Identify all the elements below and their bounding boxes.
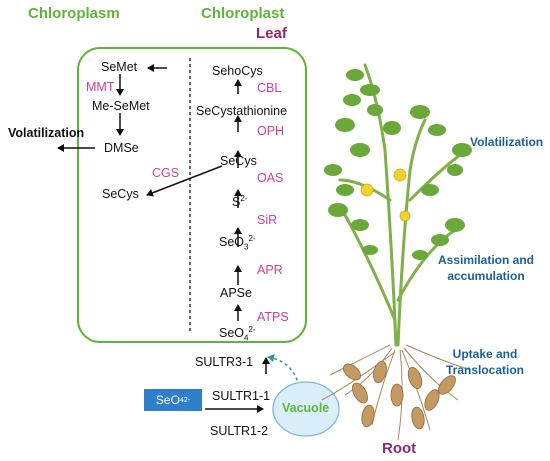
assimilation-line-1: Assimilation and	[437, 253, 535, 267]
external-seo4-charge: 2-	[183, 396, 191, 404]
secys-right-label: SeCys	[220, 154, 257, 168]
sehocys-label: SehoCys	[212, 64, 263, 78]
seo4-internal-subscript: 4	[244, 333, 249, 343]
dmse-label: DMSe	[104, 141, 139, 155]
atps-enzyme: ATPS	[257, 310, 289, 324]
s2-label: S2-	[232, 195, 247, 209]
vacuole-efflux-arrow	[267, 354, 301, 393]
cgs-enzyme: CGS	[152, 166, 180, 180]
volatilization-left-label: Volatilization	[8, 126, 85, 140]
cbl-enzyme: CBL	[257, 81, 282, 95]
seo4-internal-charge: 2-	[248, 325, 256, 334]
chloroplast-heading: Chloroplast	[201, 5, 285, 22]
oas-enzyme: OAS	[257, 171, 284, 185]
secys-left-label: SeCys	[102, 187, 139, 201]
seo4-internal-base: SeO	[219, 326, 245, 341]
vacuole-label: Vacuole	[282, 401, 330, 415]
volatilization-process-label: Volatilization	[470, 135, 544, 149]
seo3-label: SeO32-	[219, 235, 256, 252]
assimilation-process-label: Assimilation and accumulation	[422, 252, 550, 284]
chloroplast-boundary	[77, 47, 307, 343]
uptake-line-1: Uptake and	[452, 347, 518, 361]
semet-label: SeMet	[101, 60, 138, 74]
chloroplasm-heading: Chloroplasm	[28, 5, 120, 22]
seo4-internal-label: SeO42-	[219, 326, 256, 343]
uptake-process-label: Uptake and Translocation	[430, 346, 540, 378]
seo3-subscript: 3	[244, 242, 249, 252]
seo3-charge: 2-	[248, 234, 256, 243]
sir-enzyme: SiR	[257, 213, 278, 227]
assimilation-line-2: accumulation	[447, 269, 525, 284]
sultr3-1-label: SULTR3-1	[195, 355, 254, 369]
me-semet-label: Me-SeMet	[92, 99, 150, 113]
s2-charge: 2-	[240, 194, 248, 203]
root-heading: Root	[382, 440, 417, 457]
secystathionine-label: SeCystathionine	[196, 104, 288, 118]
external-seo4-base: SeO	[155, 393, 180, 407]
vacuole	[272, 381, 340, 437]
s2-base: S	[232, 195, 241, 210]
volatilization-arrows	[57, 64, 223, 197]
apse-label: APSe	[220, 286, 252, 300]
apr-enzyme: APR	[257, 263, 283, 277]
sultr1-2-label: SULTR1-2	[210, 424, 269, 438]
uptake-line-2: Translocation	[445, 363, 525, 378]
leaf-heading: Leaf	[256, 25, 287, 42]
mmt-enzyme: MMT	[86, 80, 115, 94]
peanut-plant-illustration	[321, 63, 472, 441]
sultr1-1-label: SULTR1-1	[212, 389, 271, 403]
oph-enzyme: OPH	[257, 124, 285, 138]
external-seo4-subscript: 4	[179, 396, 184, 404]
seo3-base: SeO	[219, 235, 245, 250]
